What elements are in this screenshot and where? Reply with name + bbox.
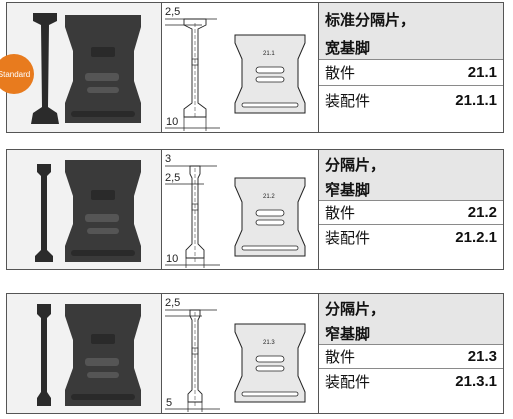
row-code: 21.1.1 [455, 91, 497, 109]
product-title-line2: 宽基脚 [319, 35, 503, 60]
separator-photo-image [37, 304, 141, 406]
row-label: 散件 [325, 64, 356, 82]
dim-bottom-3: 5 [166, 397, 172, 409]
part-code-2: 21.2 [263, 194, 275, 200]
product-title-line1: 分隔片， [319, 294, 503, 322]
row-code: 21.3 [467, 348, 497, 365]
product-panel-2: 3 2,5 10 21.2 分隔片， 窄基脚 散件 21.2 装配件 21.2. [6, 149, 504, 270]
technical-drawing-3: 2,5 5 21.3 [162, 294, 319, 413]
dimension-drawing: 2,5 5 21.3 [165, 297, 306, 412]
row-code: 21.2.1 [455, 229, 497, 246]
dim-top-3: 2,5 [165, 297, 180, 309]
product-title-line2: 窄基脚 [319, 322, 503, 345]
product-title-line1: 分隔片， [319, 150, 503, 178]
spec-row-loose: 散件 21.1 [319, 60, 503, 86]
row-label: 装配件 [325, 91, 371, 110]
separator-photo-image [35, 160, 141, 262]
spec-table-2: 分隔片， 窄基脚 散件 21.2 装配件 21.2.1 [319, 150, 503, 269]
row-label: 散件 [325, 348, 356, 366]
row-label: 装配件 [325, 373, 371, 391]
spec-table-1: 标准分隔片， 宽基脚 散件 21.1 装配件 21.1.1 [319, 3, 503, 132]
product-title-line2: 窄基脚 [319, 178, 503, 201]
product-photo-1 [7, 3, 162, 132]
row-label: 散件 [325, 204, 356, 222]
spec-table-3: 分隔片， 窄基脚 散件 21.3 装配件 21.3.1 [319, 294, 503, 413]
row-code: 21.1 [467, 64, 497, 81]
row-code: 21.2 [467, 204, 497, 221]
standard-badge: Standard [0, 54, 34, 94]
technical-drawing-2: 3 2,5 10 21.2 [162, 150, 319, 269]
technical-drawing-1: 2,5 10 21.1 [162, 3, 319, 132]
spec-row-loose: 散件 21.2 [319, 201, 503, 225]
dim-bottom-2: 10 [166, 253, 178, 265]
dim-mid-2: 2,5 [165, 172, 180, 184]
product-photo-2 [7, 150, 162, 269]
spec-row-assembly: 装配件 21.3.1 [319, 369, 503, 394]
product-panel-1: 2,5 10 21.1 标准分隔片， 宽基脚 散件 21.1 装配件 21.1 [6, 2, 504, 133]
dimension-drawing: 2,5 10 21.1 [165, 6, 306, 131]
row-label: 装配件 [325, 229, 371, 247]
dim-bottom-1: 10 [166, 116, 178, 128]
product-title-line1: 标准分隔片， [319, 3, 503, 35]
dimension-drawing: 3 2,5 10 21.2 [165, 153, 306, 268]
separator-photo-image [31, 13, 141, 124]
dim-top-2: 3 [165, 153, 171, 165]
dim-top-1: 2,5 [165, 6, 180, 18]
part-code-1: 21.1 [263, 51, 275, 57]
spec-row-assembly: 装配件 21.1.1 [319, 86, 503, 114]
spec-row-assembly: 装配件 21.2.1 [319, 225, 503, 250]
part-code-3: 21.3 [263, 340, 275, 346]
product-panel-3: 2,5 5 21.3 分隔片， 窄基脚 散件 21.3 装配件 21.3.1 [6, 293, 504, 414]
row-code: 21.3.1 [455, 373, 497, 390]
spec-row-loose: 散件 21.3 [319, 345, 503, 369]
product-photo-3 [7, 294, 162, 413]
